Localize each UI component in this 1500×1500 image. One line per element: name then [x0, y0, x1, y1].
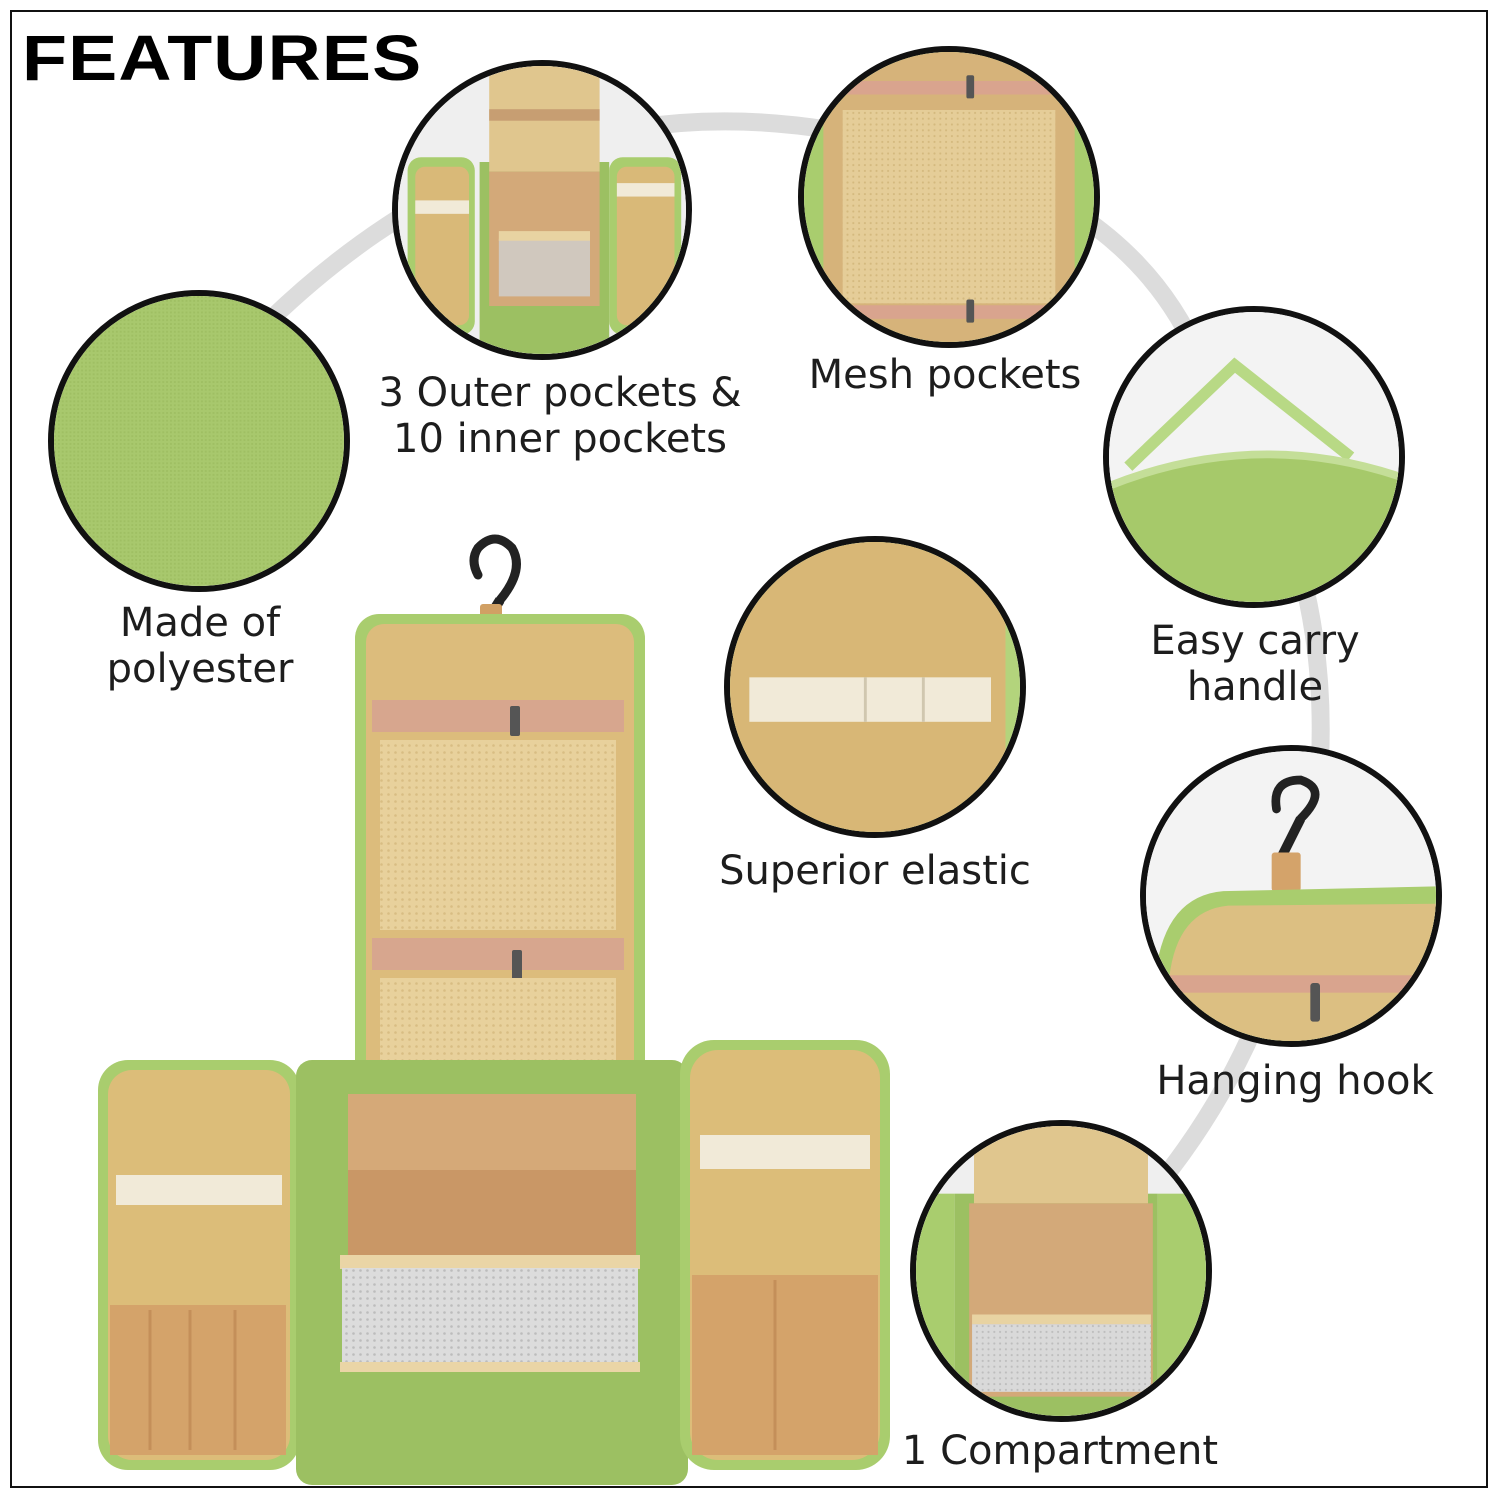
mesh-label: Mesh pockets — [808, 352, 1082, 398]
pockets-label: 3 Outer pockets & 10 inner pockets — [378, 370, 742, 462]
handle-label: Easy carry handle — [1150, 618, 1360, 710]
page-frame — [10, 10, 1488, 1488]
elastic-photo-circle — [724, 536, 1026, 838]
polyester-swatch-circle — [48, 290, 350, 592]
elastic-label: Superior elastic — [719, 848, 1031, 894]
hook-photo-circle — [1140, 745, 1442, 1047]
compartment-label: 1 Compartment — [901, 1428, 1219, 1474]
mesh-photo-circle — [798, 46, 1100, 348]
pockets-photo-circle — [392, 60, 692, 360]
hanging-hook-icon — [1271, 775, 1320, 892]
polyester-label: Made of polyester — [106, 600, 294, 692]
page-title: FEATURES — [22, 22, 423, 94]
compartment-photo-circle — [910, 1120, 1212, 1422]
zipper-pull-icon — [966, 75, 975, 99]
hook-label: Hanging hook — [1156, 1058, 1434, 1104]
zipper-pull-icon — [510, 706, 520, 736]
handle-photo-circle — [1103, 306, 1405, 608]
